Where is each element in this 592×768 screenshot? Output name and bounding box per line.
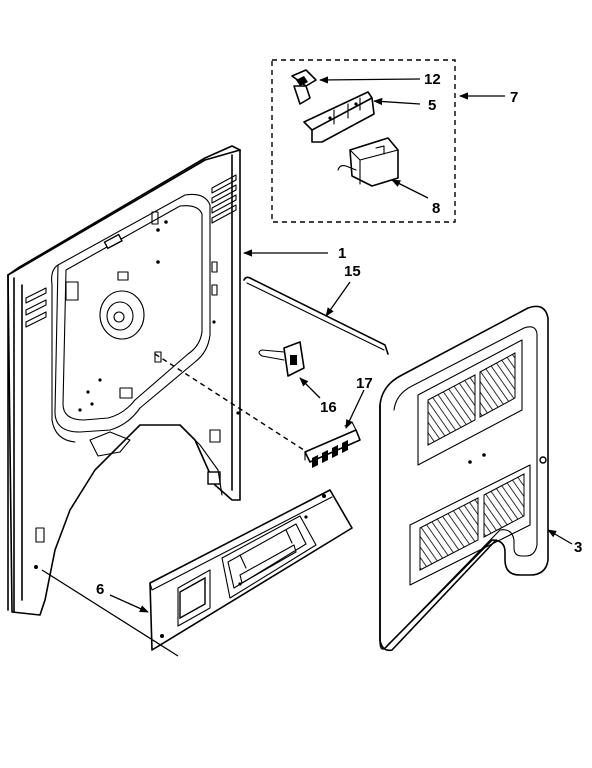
callout-17: 17 [356, 375, 373, 392]
assembly-boundary [271, 59, 456, 223]
leader-3 [547, 529, 573, 545]
leader-15 [325, 281, 351, 317]
callout-15: 15 [344, 263, 361, 280]
switch-part [258, 341, 305, 377]
callout-3: 3 [574, 539, 582, 556]
leader-17 [345, 389, 365, 429]
callout-6: 6 [96, 581, 104, 598]
guide-line [154, 353, 308, 453]
callout-16: 16 [320, 399, 337, 416]
callout-12: 12 [424, 71, 441, 88]
rod-part [243, 276, 389, 355]
leader-16 [299, 377, 321, 399]
callout-1: 1 [338, 245, 346, 262]
side-panel-part [379, 305, 549, 652]
leader-6 [109, 594, 149, 613]
clip-part [291, 69, 317, 105]
actuator-part [337, 137, 399, 187]
leader-6-rear [41, 569, 179, 657]
callout-7: 7 [510, 89, 518, 106]
terminal-block-part [304, 421, 361, 468]
rear-panel-part [7, 145, 241, 616]
leader-8 [391, 179, 429, 199]
bracket-plate-part [149, 489, 353, 651]
leader-5 [373, 97, 421, 106]
mount-bracket-part [303, 91, 375, 143]
leader-12 [319, 76, 421, 84]
callout-5: 5 [428, 97, 436, 114]
callout-8: 8 [432, 200, 440, 217]
